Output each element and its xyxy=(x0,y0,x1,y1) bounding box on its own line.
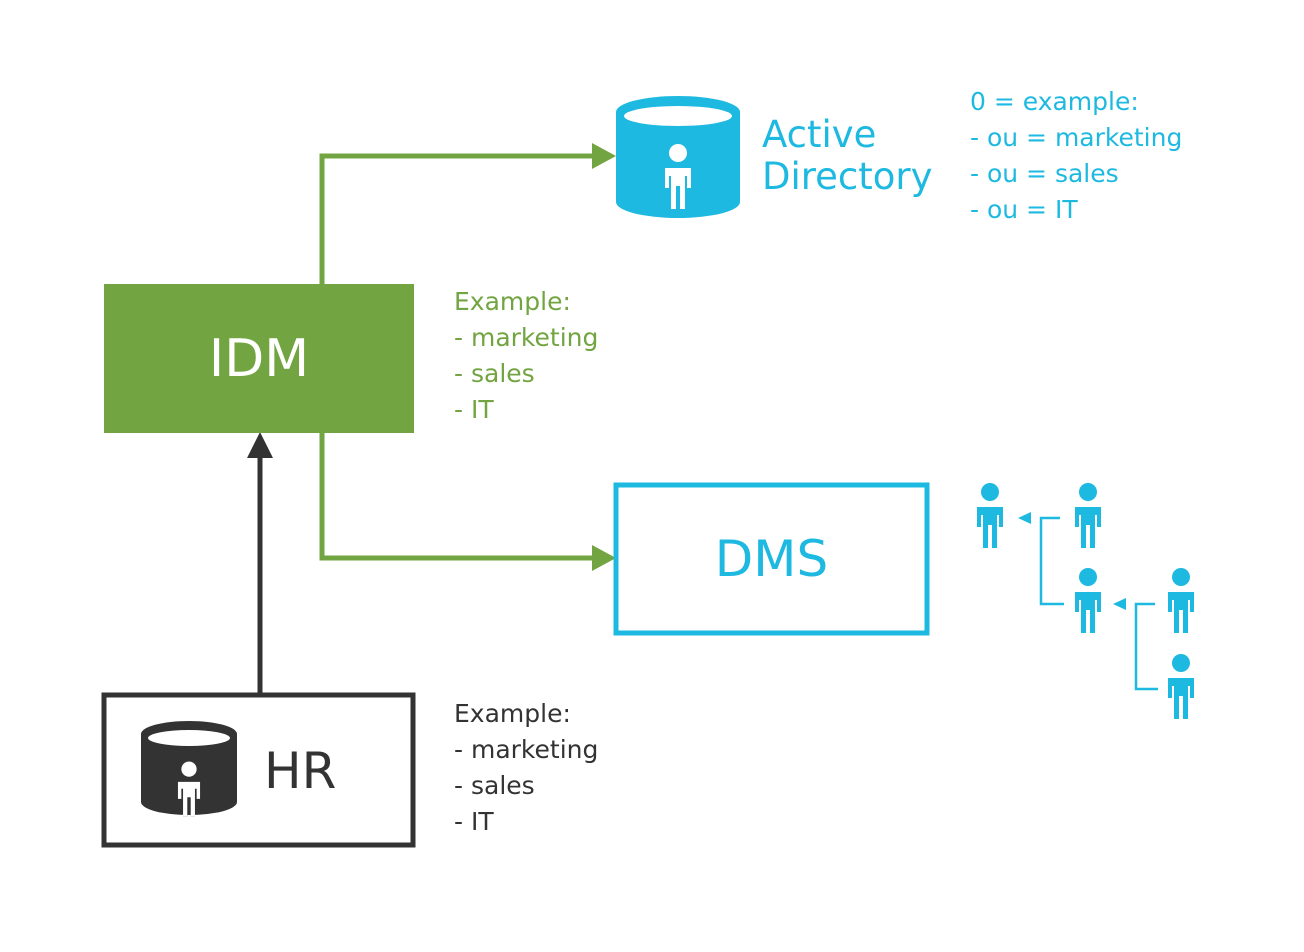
active-directory-label: Active Directory xyxy=(762,114,933,198)
idm-to-dms-arrowhead xyxy=(592,545,616,571)
dms-box xyxy=(613,482,930,636)
idm-note-line: Example: xyxy=(454,287,571,316)
active-directory-label-line-1: Active xyxy=(762,113,877,156)
idm-note-line: - sales xyxy=(454,359,535,388)
dms-label: DMS xyxy=(714,530,829,588)
idm-box-label-container: IDM xyxy=(104,284,414,433)
idm-box xyxy=(104,284,414,433)
idm-to-dms-line xyxy=(319,433,598,561)
active-directory-note-line: - ou = marketing xyxy=(970,123,1183,152)
hr-database-icon xyxy=(141,721,237,817)
hr-note: Example: - marketing - sales - IT xyxy=(454,696,598,840)
active-directory-label-line-2: Directory xyxy=(762,155,933,198)
active-directory-note: 0 = example: - ou = marketing - ou = sal… xyxy=(970,84,1182,228)
idm-note-line: - IT xyxy=(454,395,494,424)
idm-note: Example: - marketing - sales - IT xyxy=(454,284,598,428)
hr-label: HR xyxy=(264,742,337,800)
hr-to-idm-arrowhead xyxy=(247,432,273,458)
idm-label: IDM xyxy=(208,328,310,389)
idm-to-active-directory-arrowhead xyxy=(592,143,616,169)
dms-box-label-container: DMS xyxy=(616,485,927,633)
hr-note-line: - marketing xyxy=(454,735,599,764)
hr-box xyxy=(101,692,416,848)
active-directory-database-icon xyxy=(616,96,740,218)
idm-to-active-directory-line xyxy=(319,153,598,284)
active-directory-note-line: - ou = IT xyxy=(970,195,1078,224)
hr-note-line: - IT xyxy=(454,807,494,836)
active-directory-note-line: 0 = example: xyxy=(970,87,1139,116)
active-directory-note-line: - ou = sales xyxy=(970,159,1119,188)
idm-note-line: - marketing xyxy=(454,323,599,352)
user-hierarchy-icon xyxy=(977,483,1194,719)
hr-note-line: Example: xyxy=(454,699,571,728)
hr-note-line: - sales xyxy=(454,771,535,800)
